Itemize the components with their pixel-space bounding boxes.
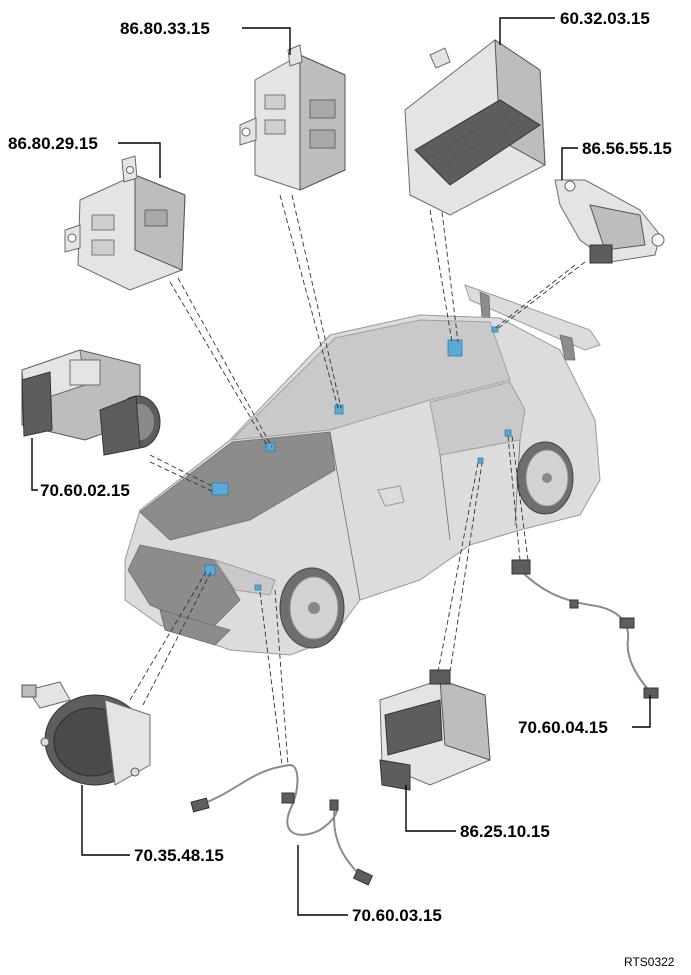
callout-label-module-right: 86.56.55.15 (582, 139, 672, 158)
location-marker-module-1 (265, 442, 276, 452)
callout-label-module-left: 86.80.29.15 (8, 134, 98, 153)
gateway-module-illustration (64, 155, 186, 291)
callout-leaders (31, 17, 651, 916)
front-wheel-speed-sensor-illustration (190, 763, 374, 886)
callout-label-abs: 70.60.02.15 (40, 481, 130, 500)
location-marker-module-3 (447, 339, 463, 357)
callout-label-module-top-right: 60.32.03.15 (560, 9, 650, 28)
callout-label-front-sensor: 70.60.03.15 (352, 906, 442, 925)
vacuum-pump-illustration (21, 681, 151, 786)
location-marker-lock (477, 457, 484, 464)
door-lock-actuator-illustration (379, 669, 491, 791)
location-lines (129, 194, 586, 766)
location-marker-vacuum-pump (204, 564, 216, 576)
location-marker-module-4 (491, 326, 499, 333)
rear-wheel-speed-sensor-illustration (511, 559, 659, 699)
engine-control-module-illustration (404, 39, 546, 216)
callout-label-rear-sensor: 70.60.04.15 (518, 718, 608, 737)
location-marker-abs (211, 482, 229, 496)
figure-reference: RTS0322 (624, 955, 675, 969)
callout-label-module-upper: 86.80.33.15 (120, 19, 210, 38)
location-marker-front-sensor (254, 584, 262, 591)
location-marker-rear-sensor (504, 429, 512, 437)
car-illustration (124, 284, 601, 656)
antenna-module-illustration (554, 179, 665, 264)
callout-label-lock-actuator: 86.25.10.15 (460, 822, 550, 841)
location-marker-module-2 (334, 404, 344, 415)
body-control-module-illustration (239, 44, 346, 191)
abs-modulator-illustration (21, 349, 161, 456)
callout-label-vacuum-pump: 70.35.48.15 (134, 846, 224, 865)
